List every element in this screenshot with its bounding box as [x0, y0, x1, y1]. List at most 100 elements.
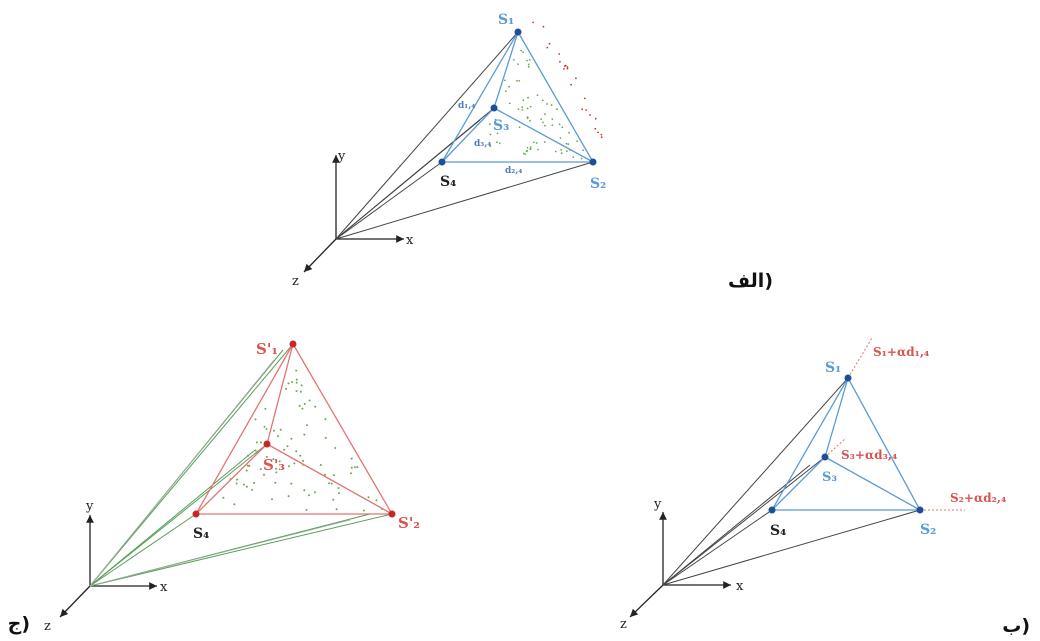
sample-point	[272, 458, 275, 461]
sample-point	[522, 51, 524, 53]
sample-point	[526, 117, 529, 120]
vertices-c	[192, 340, 396, 518]
sample-point	[367, 496, 370, 499]
sample-point	[260, 441, 262, 444]
sample-point	[245, 485, 248, 488]
sample-point	[568, 131, 570, 134]
trail-point	[566, 66, 569, 68]
caption-a: الف)	[728, 270, 773, 292]
sample-point	[278, 460, 281, 463]
sample-point	[489, 123, 491, 126]
x-axis-label: x	[160, 580, 168, 595]
sample-point	[529, 105, 532, 108]
trail-point	[532, 21, 534, 24]
rays-a	[335, 31, 594, 240]
sample-point	[518, 126, 521, 129]
sample-point	[324, 436, 327, 439]
red-trail-a	[532, 21, 603, 139]
sample-point	[580, 157, 583, 160]
sample-point	[527, 63, 530, 66]
rays-c	[89, 343, 393, 587]
sample-point	[489, 145, 492, 148]
sample-point	[328, 482, 331, 485]
sample-point	[299, 390, 302, 393]
sample-point	[303, 489, 306, 492]
sample-point	[560, 149, 563, 151]
sample-point	[253, 482, 256, 484]
trail-point	[563, 65, 566, 67]
sample-point	[254, 449, 257, 452]
sample-point	[295, 450, 298, 453]
sample-point	[543, 141, 546, 143]
sample-point	[264, 407, 267, 410]
sample-point	[233, 503, 236, 506]
sample-point	[263, 473, 265, 476]
sample-point	[271, 498, 273, 501]
sample-point	[559, 137, 562, 139]
x-axis-label: x	[736, 579, 744, 594]
sample-point	[582, 149, 585, 152]
panel-a: y x z S₁ S₂	[292, 12, 773, 292]
sample-point	[504, 90, 507, 92]
sample-point	[222, 496, 225, 499]
sample-point	[324, 418, 327, 421]
sample-point	[300, 384, 303, 387]
sample-point	[498, 142, 501, 145]
vertex-label-s1: S₁	[498, 12, 514, 28]
sample-point	[332, 474, 335, 477]
caption-c: ج)	[8, 613, 30, 635]
trail-point	[546, 46, 549, 49]
sample-point	[528, 58, 531, 61]
trail-point	[563, 68, 565, 70]
sample-point	[354, 466, 356, 469]
extension-label-s3: S₃+αd₃,₄	[841, 448, 897, 462]
sample-point	[324, 473, 326, 476]
rays-b	[662, 377, 921, 586]
x-axis-label: x	[406, 233, 414, 248]
sample-point	[350, 457, 353, 460]
extension-lines-b	[824, 337, 965, 511]
sample-point	[299, 454, 302, 457]
trail-point	[585, 109, 587, 111]
point-cloud-c	[222, 369, 383, 512]
y-axis-label: y	[653, 497, 662, 512]
sample-point	[288, 465, 290, 468]
sample-point	[276, 435, 279, 438]
sample-point	[525, 150, 528, 153]
vertex-label-s3: S'₃	[263, 456, 285, 474]
sample-point	[301, 407, 304, 410]
sample-point	[529, 146, 532, 149]
sample-point	[489, 133, 492, 136]
sample-point	[335, 508, 338, 511]
sample-point	[306, 424, 308, 427]
trail-point	[566, 67, 569, 70]
sample-point	[247, 454, 249, 457]
sample-point	[255, 441, 258, 444]
extension-label-s1: S₁+αd₁,₄	[873, 345, 929, 359]
sample-point	[529, 119, 531, 122]
sample-point	[308, 494, 310, 497]
sample-point	[235, 478, 238, 481]
sample-point	[295, 369, 298, 372]
trail-point	[559, 60, 561, 63]
trail-point	[600, 136, 603, 139]
sample-point	[527, 65, 530, 68]
sample-point	[517, 63, 519, 65]
sample-point	[536, 94, 539, 96]
sample-point	[273, 429, 275, 432]
trail-point	[558, 53, 561, 55]
sample-point	[265, 427, 268, 430]
sample-point	[319, 464, 322, 466]
sample-point	[334, 447, 337, 449]
sample-point	[298, 404, 301, 407]
sample-point	[274, 481, 277, 484]
sample-point	[287, 382, 290, 385]
simplex-b	[771, 377, 921, 511]
sample-point	[527, 96, 529, 99]
sample-point	[291, 381, 293, 383]
vertices-a	[438, 28, 597, 166]
sample-point	[286, 445, 289, 448]
point-cloud-a	[489, 49, 585, 160]
sample-point	[551, 124, 554, 126]
